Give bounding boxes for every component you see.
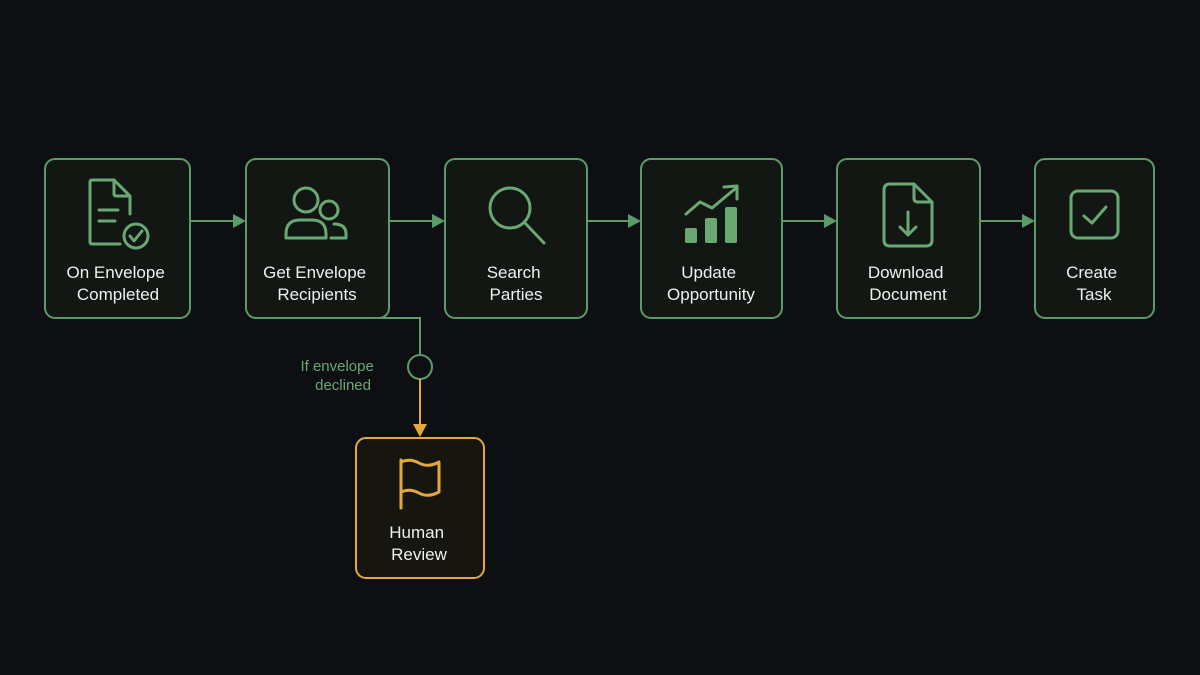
node-label-line-1: Create [1066,263,1117,282]
edge-5 [980,214,1035,228]
edge-1 [190,214,246,228]
chart-trend-icon [684,184,739,243]
node-label-line-2: Opportunity [667,285,755,304]
condition-label: If envelope declined [300,358,378,394]
node-get-envelope-recipients[interactable]: Get Envelope Recipients [245,158,390,319]
svg-text:Download Document: Download Document [868,263,948,304]
node-search-parties[interactable]: Search Parties [444,158,588,319]
document-download-icon [882,182,934,248]
node-label-line-1: Download [868,263,944,282]
checkbox-icon [1069,189,1120,240]
users-icon [284,186,348,240]
node-label-line-1: Search [487,263,541,282]
condition-label-line-1: If envelope [300,358,373,375]
search-icon [488,186,546,245]
node-label-line-2: Task [1077,285,1112,304]
node-create-task[interactable]: Create Task [1034,158,1155,319]
node-label-line-2: Document [869,285,947,304]
edge-3 [587,214,641,228]
svg-text:Create Task: Create Task [1066,263,1122,304]
svg-text:Human Review: Human Review [389,523,449,564]
node-download-document[interactable]: Download Document [836,158,981,319]
flag-icon [399,458,441,510]
svg-text:Search Parties: Search Parties [487,263,546,304]
condition-node [407,354,433,380]
connectors: If envelope declined [190,214,1035,437]
node-human-review[interactable]: Human Review [355,437,485,579]
node-label-line-1: Update [681,263,736,282]
node-label-line-2: Parties [490,285,543,304]
svg-text:On Envelope Completed: On Envelope Completed [66,263,169,304]
node-label-line-1: Human [389,523,444,542]
document-check-icon [88,178,150,250]
condition-label-line-2: declined [315,377,371,394]
node-label-line-2: Review [391,545,447,564]
edge-2 [389,214,445,228]
node-update-opportunity[interactable]: Update Opportunity [640,158,783,319]
edge-6-conditional: If envelope declined [300,317,433,437]
node-label-line-1: On Envelope [66,263,164,282]
svg-text:Update Opportunity: Update Opportunity [667,263,755,304]
node-label-line-1: Get Envelope [263,263,366,282]
node-on-envelope-completed[interactable]: On Envelope Completed [44,158,191,319]
node-label-line-2: Recipients [277,285,356,304]
node-label-line-2: Completed [77,285,159,304]
edge-4 [782,214,837,228]
svg-text:Get Envelope Recipients: Get Envelope Recipients [263,263,371,304]
